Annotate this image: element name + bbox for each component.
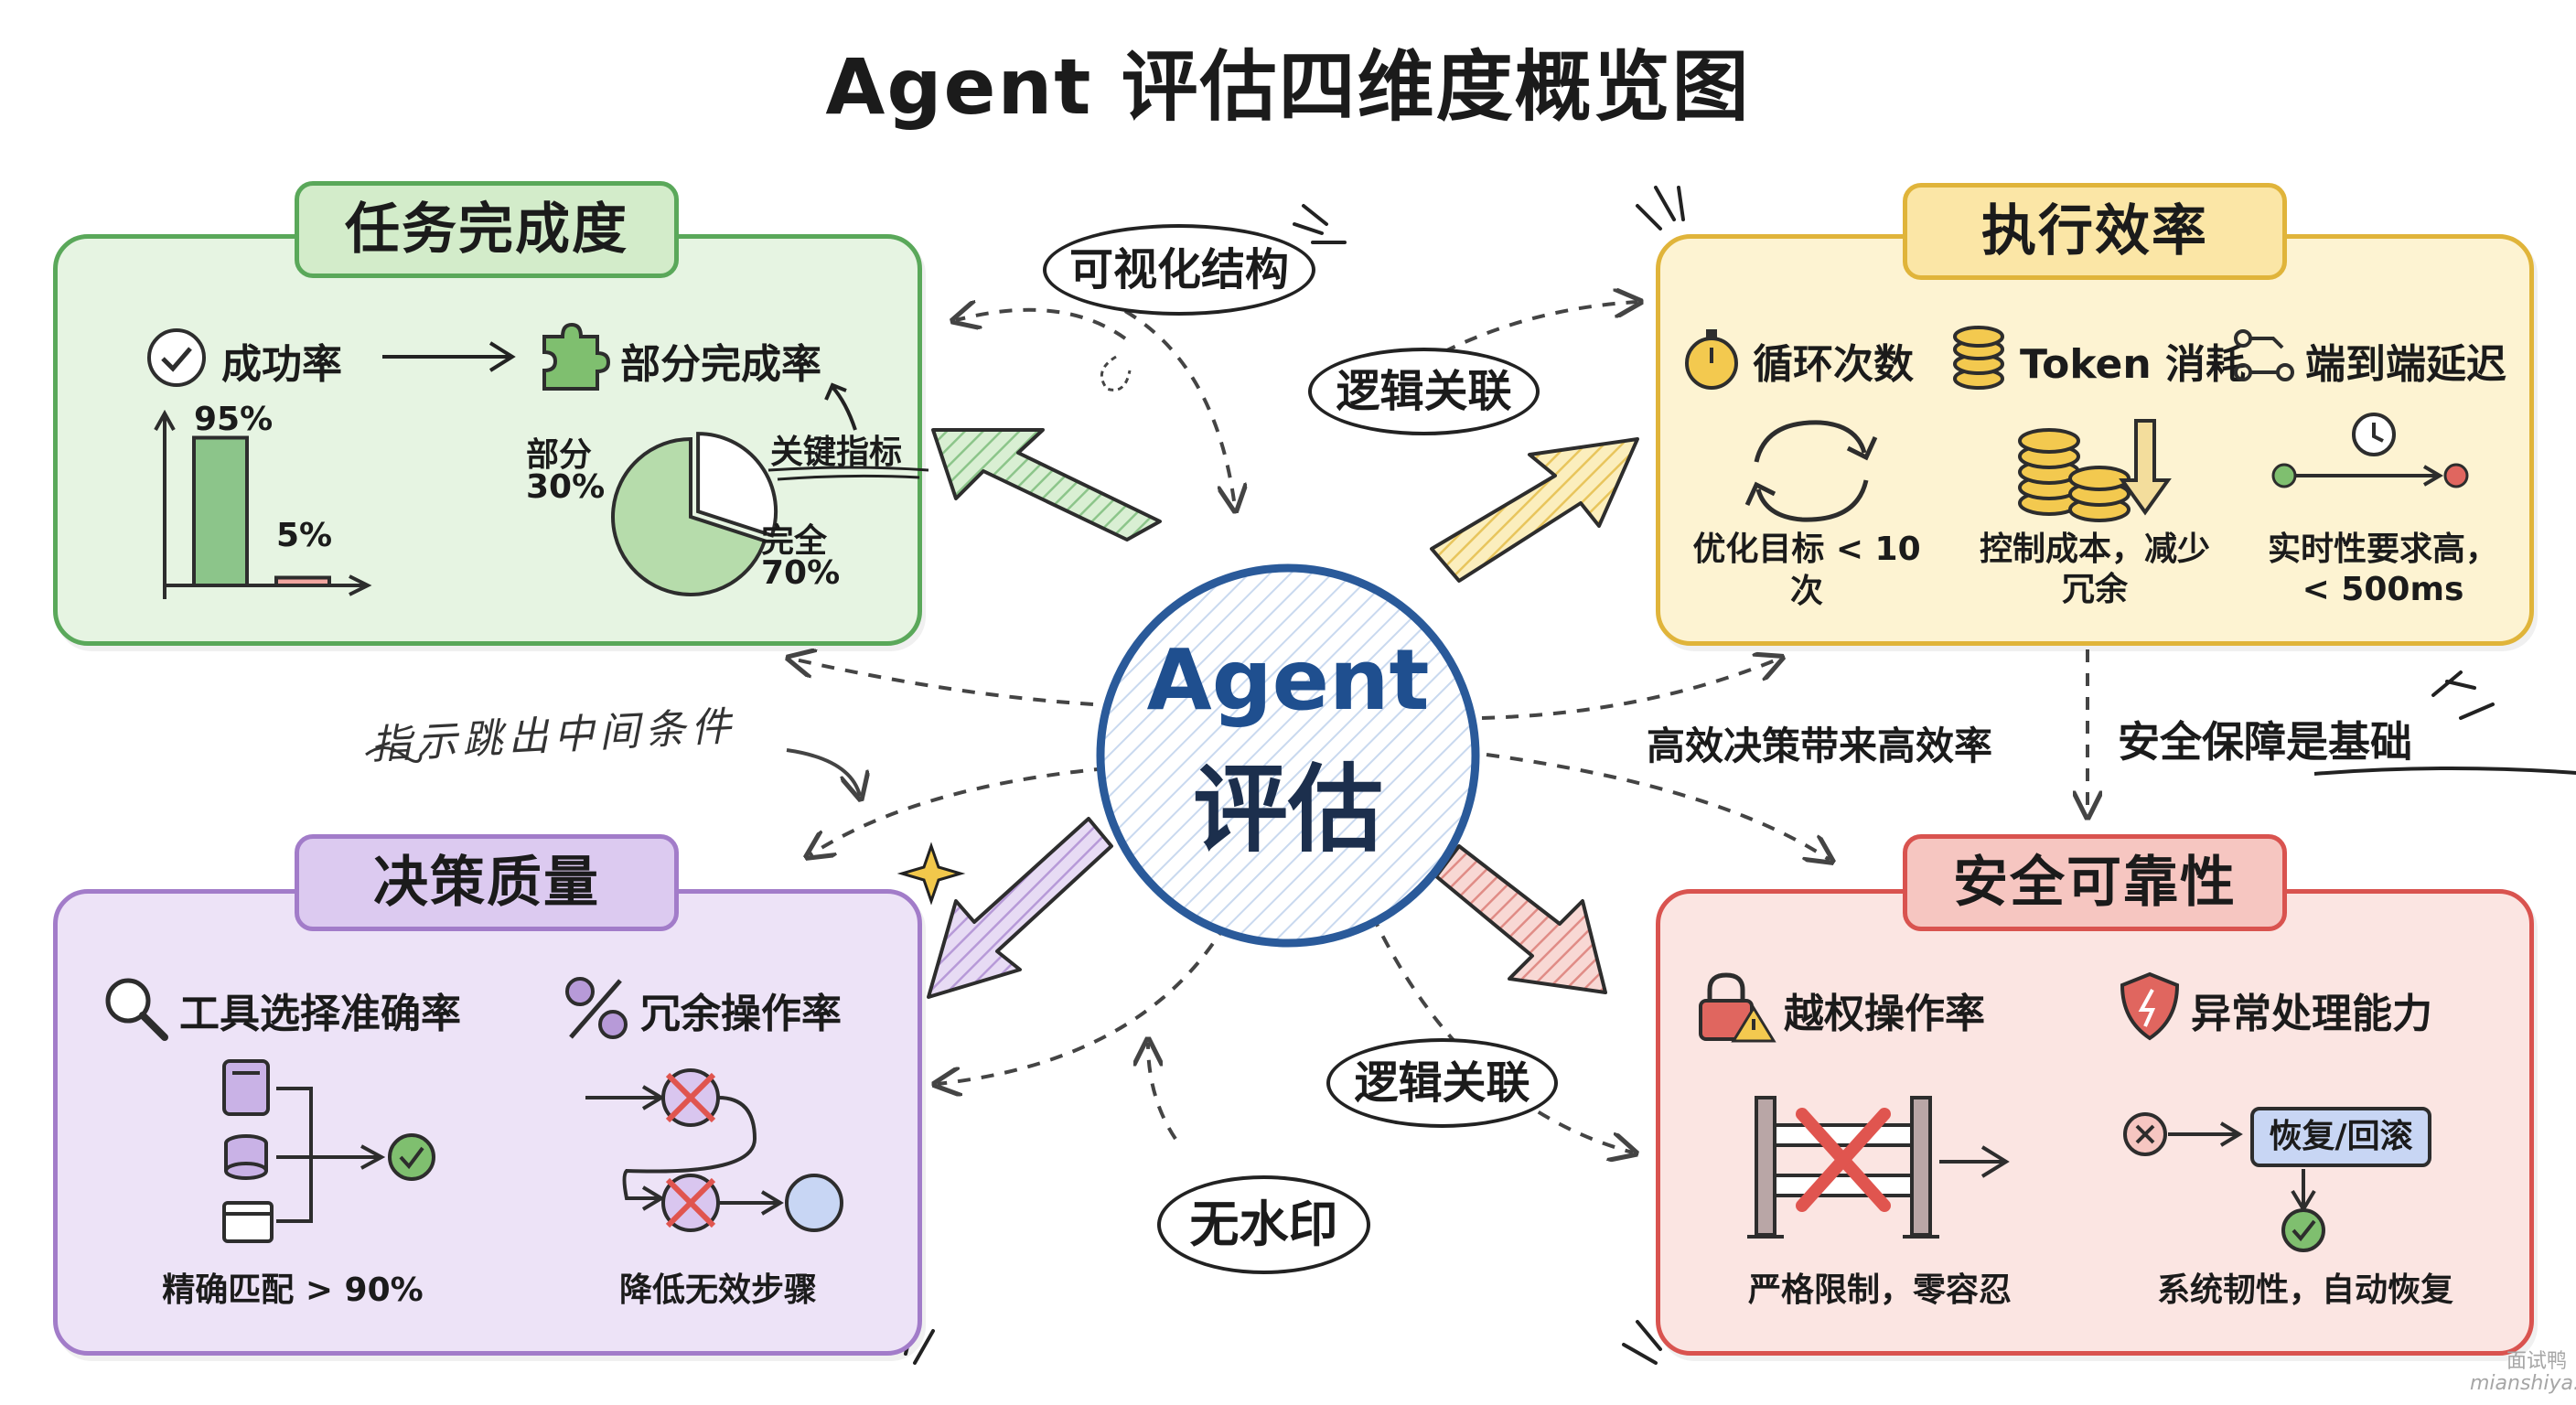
metric-latency: 端到端延迟 [2305,341,2506,388]
caption-tool-accuracy: 精确匹配 > 90% [162,1271,424,1309]
metric-loop-count: 循环次数 [1753,341,1914,388]
pie-label-partial-2: 30% [526,468,606,506]
dash-to-green-top [956,310,1127,340]
coin-pile-icon [2018,419,2172,522]
metric-partial-rate: 部分完成率 [620,341,821,388]
center-title-1: Agent [1146,631,1430,729]
dash-to-yellow-bottom [1481,659,1779,720]
cycle-arrows-icon [1744,420,1878,522]
panel-decision-quality [53,889,922,1356]
tab-decision-quality: 决策质量 [295,834,679,931]
center-circle [1096,563,1480,948]
watermark-url: mianshiya.com [2470,1372,2576,1395]
key-metric-label: 关键指标 [770,434,903,471]
tool-match-diagram [222,1059,435,1243]
page-title: Agent 评估四维度概览图 [825,42,1751,132]
bubble-visual-structure: 可视化结构 [1043,224,1315,316]
safety-base-underline [2313,767,2576,776]
key-metric-underline [767,466,929,481]
caption-token-2: 冗余 [2061,571,2128,608]
network-icon [2234,329,2294,381]
label-efficiency-link: 高效决策带来高效率 [1647,724,1993,768]
note-underline [365,746,423,763]
success-bar-chart [154,409,372,599]
bubble-no-watermark: 无水印 [1157,1175,1370,1274]
watermark-logo-text: 面试鸭 [2506,1350,2568,1373]
metric-privilege-escalation: 越权操作率 [1784,991,1985,1037]
metric-token-cost: Token 消耗 [2020,341,2246,388]
lock-warning-icon [1699,972,1776,1043]
bar-label-fail: 5% [276,517,333,554]
bar-label-success: 95% [194,401,274,438]
curl-mark [1100,355,1132,391]
caption-privilege: 严格限制，零容忍 [1747,1271,2012,1309]
arrow-to-safety [1434,844,1607,994]
arrow-to-decision [927,817,1113,999]
caption-latency-1: 实时性要求高， [2267,531,2498,568]
recovery-flow-diagram [2123,1112,2325,1252]
bubble-logic-link-bottom: 逻辑关联 [1326,1038,1558,1128]
redundancy-flow-diagram [585,1068,843,1232]
key-metric-arrow [824,382,857,431]
shield-icon [2120,971,2180,1041]
caption-loop: 优化目标 < 10次 [1692,531,1921,610]
puzzle-icon [542,322,611,391]
barrier-blocked-icon [1747,1096,2010,1239]
metric-tool-accuracy: 工具选择准确率 [179,991,461,1037]
caption-latency-2: < 500ms [2302,571,2464,608]
bar-fail [274,575,331,587]
spark-marks [904,186,2495,1365]
stopwatch-icon [1685,329,1738,390]
gears-percent-icon [565,977,628,1039]
arrow-success-to-partial [382,341,516,372]
sparkle-star [896,842,966,906]
bar-chart-axes [154,409,372,599]
completion-pie-chart [611,432,778,596]
bubble-logic-link-top: 逻辑关联 [1308,348,1540,435]
tab-efficiency: 执行效率 [1903,183,2287,280]
dash-note-to-purple [786,748,860,796]
caption-token-1: 控制成本，减少 [1979,531,2210,568]
dash-to-purple-top [810,767,1108,855]
label-safety-base: 安全保障是基础 [2118,717,2412,767]
latency-timeline [2271,413,2469,488]
pie-label-complete-1: 完全 [761,522,828,560]
dash-bubble-to-center [1123,309,1235,508]
caption-exception: 系统韧性，自动恢复 [2156,1271,2453,1309]
arrow-to-efficiency [1430,437,1639,583]
tab-task-completion: 任务完成度 [295,181,679,278]
arrow-to-task [931,428,1162,542]
dash-to-green-bottom [791,659,1094,706]
dash-to-yellow-top [1361,302,1637,404]
tab-safety: 安全可靠性 [1903,834,2287,931]
metric-redundancy: 冗余操作率 [640,991,842,1037]
pie-label-complete-2: 70% [761,554,841,592]
dash-up-no-watermark [1148,1043,1177,1141]
coin-stack-icon [1953,326,2004,390]
caption-redundancy: 降低无效步骤 [618,1271,817,1309]
bar-success [192,435,249,587]
dash-to-purple-bottom [938,922,1228,1084]
pie-label-partial-1: 部分 [526,436,593,474]
magnifier-icon [105,978,168,1041]
pie-slice-complete [611,436,767,596]
metric-exception-handling: 异常处理能力 [2191,991,2432,1037]
metric-success-rate: 成功率 [221,341,342,388]
recover-rollback-box: 恢复/回滚 [2250,1107,2431,1167]
check-circle-icon [147,328,206,387]
center-title-2: 评估 [1192,754,1383,865]
pie-slice-partial [696,432,778,538]
